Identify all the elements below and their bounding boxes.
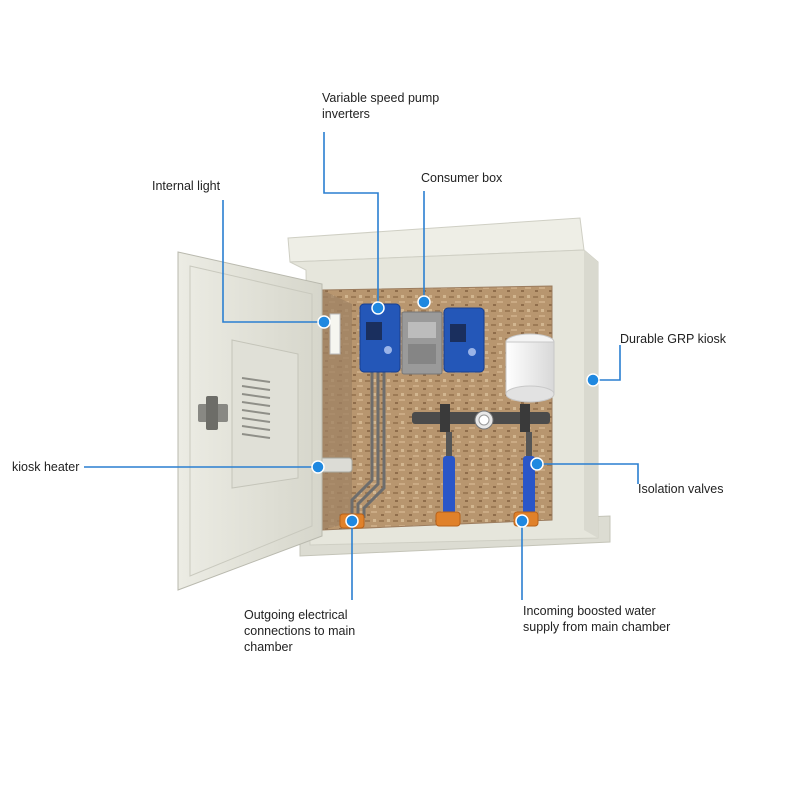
- callout-outgoing-dot: [345, 514, 359, 528]
- label-incoming: Incoming boosted water supply from main …: [523, 604, 671, 634]
- pipe-manifold: [412, 404, 550, 432]
- door-vent-grille: [241, 377, 271, 439]
- callout-inverters-dot: [371, 301, 385, 315]
- callout-grp-kiosk-dot: [586, 373, 600, 387]
- callout-internal-light-line: [222, 200, 324, 323]
- label-kiosk-heater: kiosk heater: [12, 460, 80, 474]
- supply-pipes: [443, 432, 535, 514]
- callout-isolation-valves-line: [538, 463, 639, 484]
- internal-light: [329, 313, 341, 355]
- label-isolation-valves: Isolation valves: [638, 482, 724, 496]
- door-latch-icon: [198, 396, 228, 430]
- callout-isolation-valves-dot: [530, 457, 544, 471]
- label-internal-light: Internal light: [152, 179, 221, 193]
- callout-internal-light-dot: [317, 315, 331, 329]
- label-inverters: Variable speed pump inverters: [322, 91, 440, 121]
- callout-grp-kiosk-line: [593, 345, 621, 381]
- callout-consumer-box-dot: [417, 295, 431, 309]
- callout-dots: [311, 295, 600, 528]
- expansion-vessel: [505, 333, 555, 403]
- consumer-box: [401, 311, 443, 375]
- label-outgoing: Outgoing electrical connections to main …: [244, 608, 356, 654]
- inverter-right: [443, 307, 485, 373]
- inverter-left: [359, 303, 401, 373]
- conduit-pipes: [350, 372, 386, 518]
- callout-heater-dot: [311, 460, 325, 474]
- kiosk-door: [177, 251, 323, 591]
- label-consumer-box: Consumer box: [421, 171, 503, 185]
- label-grp-kiosk: Durable GRP kiosk: [620, 332, 727, 346]
- callout-incoming-dot: [515, 514, 529, 528]
- callout-inverters-line: [323, 132, 379, 307]
- callout-lines: [84, 132, 639, 600]
